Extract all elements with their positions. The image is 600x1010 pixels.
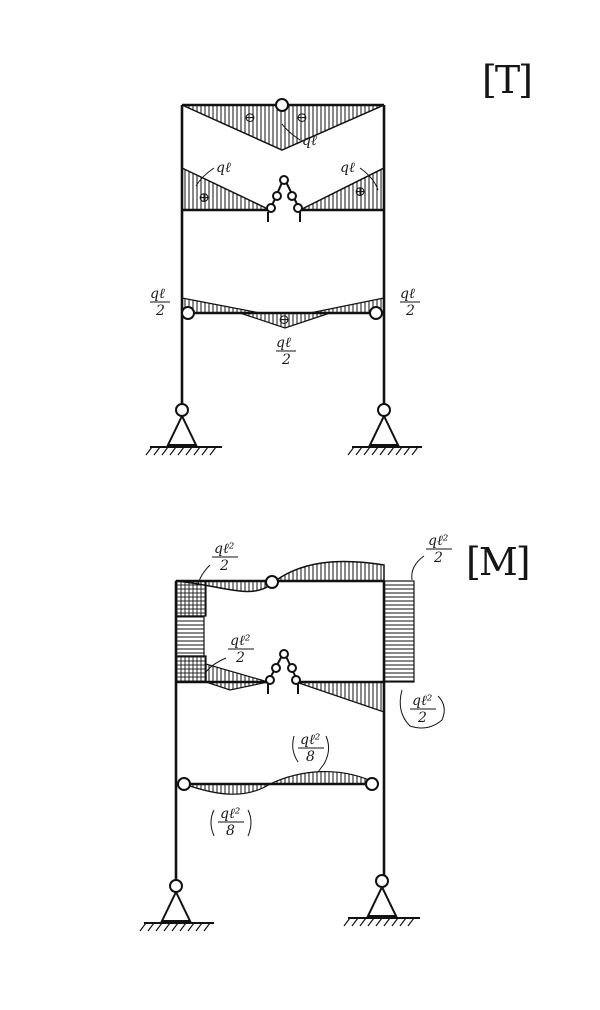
moment-label-mid-left-den: 2 <box>235 650 245 666</box>
shear-sign-plus-right: ⊕ <box>354 184 366 200</box>
shear-label-lower-mid-num: qℓ <box>276 335 291 351</box>
moment-label-top-right-num: qℓ² <box>428 533 449 549</box>
shear-sign-minus-right: ⊖ <box>296 110 308 126</box>
shear-label-lower-mid-den: 2 <box>281 352 291 368</box>
shear-hinges <box>175 98 391 417</box>
shear-sign-plus-left: ⊕ <box>198 190 210 206</box>
shear-label-lower-right-num: qℓ <box>400 286 415 302</box>
moment-label-mid-left-num: qℓ² <box>230 633 251 649</box>
shear-label-lower-left-num: qℓ <box>150 286 165 302</box>
shear-value-labels: qℓ qℓ qℓ qℓ 2 qℓ 2 qℓ 2 <box>150 123 420 368</box>
shear-diagram: ⊖ ⊖ ⊕ ⊕ ⊖ qℓ qℓ qℓ qℓ 2 qℓ 2 qℓ 2 <box>145 98 422 456</box>
moment-supports <box>139 886 420 932</box>
shear-label-lower-left-den: 2 <box>155 303 165 319</box>
moment-hinges <box>169 575 389 893</box>
moment-label-top-right-den: 2 <box>433 550 443 566</box>
shear-label-right-inner: qℓ <box>340 160 355 176</box>
shear-supports <box>145 415 422 456</box>
moment-label-lower-bot-num: qℓ² <box>220 806 241 822</box>
shear-label-top-beam: qℓ <box>302 133 317 149</box>
moment-value-labels: qℓ² 2 qℓ² 2 qℓ² 2 qℓ² 2 qℓ² 8 qℓ² 8 <box>197 533 452 839</box>
moment-label-top-left-den: 2 <box>219 558 229 574</box>
shear-label-left-inner: qℓ <box>216 160 231 176</box>
shear-signs: ⊖ ⊖ ⊕ ⊕ ⊖ <box>198 110 366 328</box>
moment-label-mid-right-num: qℓ² <box>412 693 433 709</box>
moment-label-top-left-num: qℓ² <box>214 541 235 557</box>
moment-label-mid-right-den: 2 <box>417 710 427 726</box>
shear-center-joint <box>266 175 303 222</box>
shear-sign-minus-lower: ⊖ <box>278 312 290 328</box>
moment-diagram-tag: [M] <box>466 540 531 584</box>
moment-diagram: qℓ² 2 qℓ² 2 qℓ² 2 qℓ² 2 qℓ² 8 qℓ² 8 <box>139 533 452 932</box>
shear-diagram-areas <box>181 104 385 329</box>
shear-diagram-tag: [T] <box>482 58 533 102</box>
moment-center-joint <box>265 649 301 694</box>
moment-label-lower-top-den: 8 <box>306 749 315 765</box>
moment-label-lower-top-num: qℓ² <box>300 732 321 748</box>
shear-frame <box>180 103 386 405</box>
shear-sign-minus-left: ⊖ <box>244 110 256 126</box>
shear-label-lower-right-den: 2 <box>405 303 415 319</box>
moment-frame <box>174 579 386 880</box>
moment-label-lower-bot-den: 8 <box>226 823 235 839</box>
